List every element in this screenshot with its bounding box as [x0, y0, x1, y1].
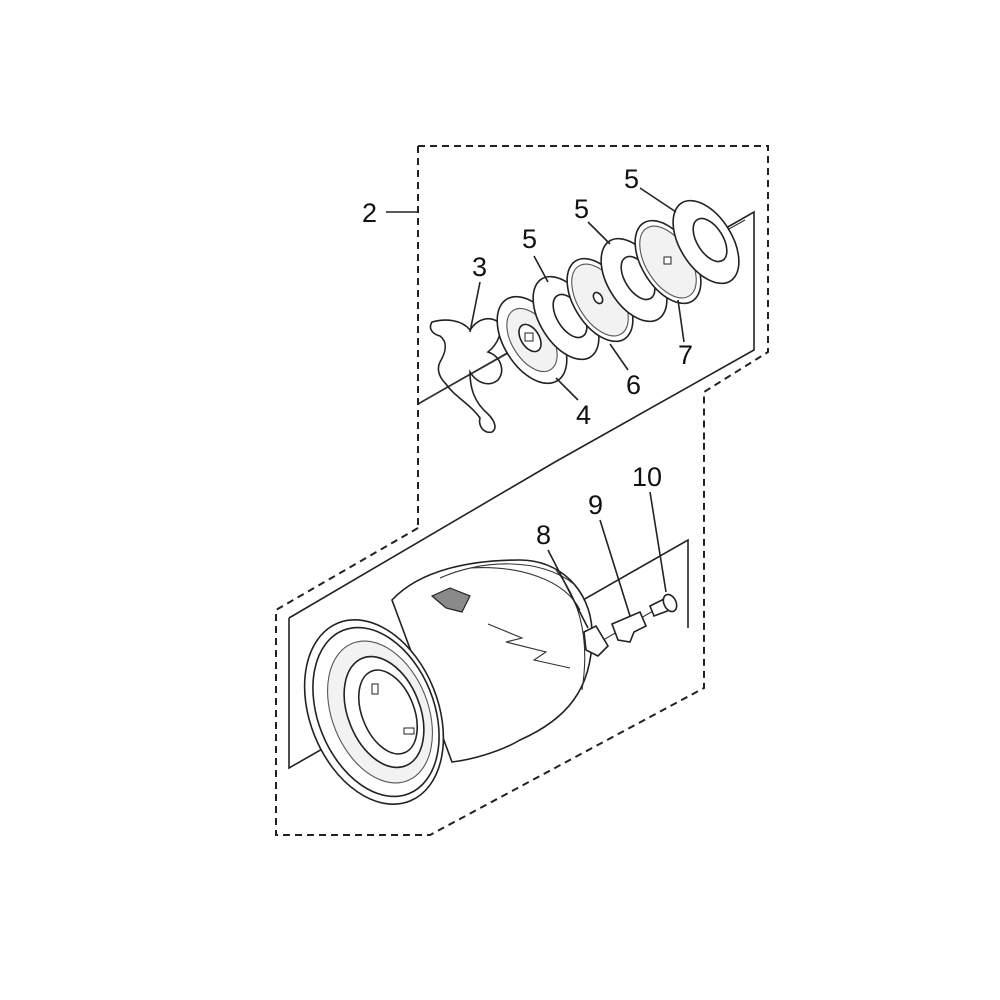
part-8-clip: [583, 624, 610, 657]
callout-5c: 5: [624, 164, 639, 194]
leader-5a: [533, 255, 549, 283]
spool-logo-emblem: [430, 587, 471, 613]
part-10-screw: [648, 593, 678, 618]
spool: [303, 559, 593, 805]
callout-8: 8: [536, 520, 551, 550]
leader-9: [599, 519, 631, 617]
leader-4: [555, 377, 579, 401]
drag-assembly-group-outline: [417, 145, 769, 528]
leader-8: [547, 549, 589, 629]
part-9-bracket: [610, 610, 648, 643]
callout-9: 9: [588, 490, 603, 520]
leader-5b: [587, 221, 611, 245]
leader-5c: [639, 187, 677, 213]
part-5-drag-washer-c: [672, 199, 740, 285]
callout-7: 7: [678, 340, 693, 370]
callout-10: 10: [632, 462, 662, 492]
callout-5a: 5: [522, 224, 537, 254]
leader-7: [677, 299, 685, 343]
leader-10: [649, 491, 667, 593]
leader-6: [609, 343, 629, 371]
callout-3: 3: [472, 252, 487, 282]
callout-6: 6: [626, 370, 641, 400]
callout-2: 2: [362, 198, 377, 228]
callout-5b: 5: [574, 194, 589, 224]
callout-4: 4: [576, 400, 591, 430]
leader-3: [469, 281, 481, 333]
spool-assembly-group-outline: [275, 440, 705, 836]
spring-clip: [429, 317, 503, 434]
spool-graphic: [487, 623, 571, 669]
